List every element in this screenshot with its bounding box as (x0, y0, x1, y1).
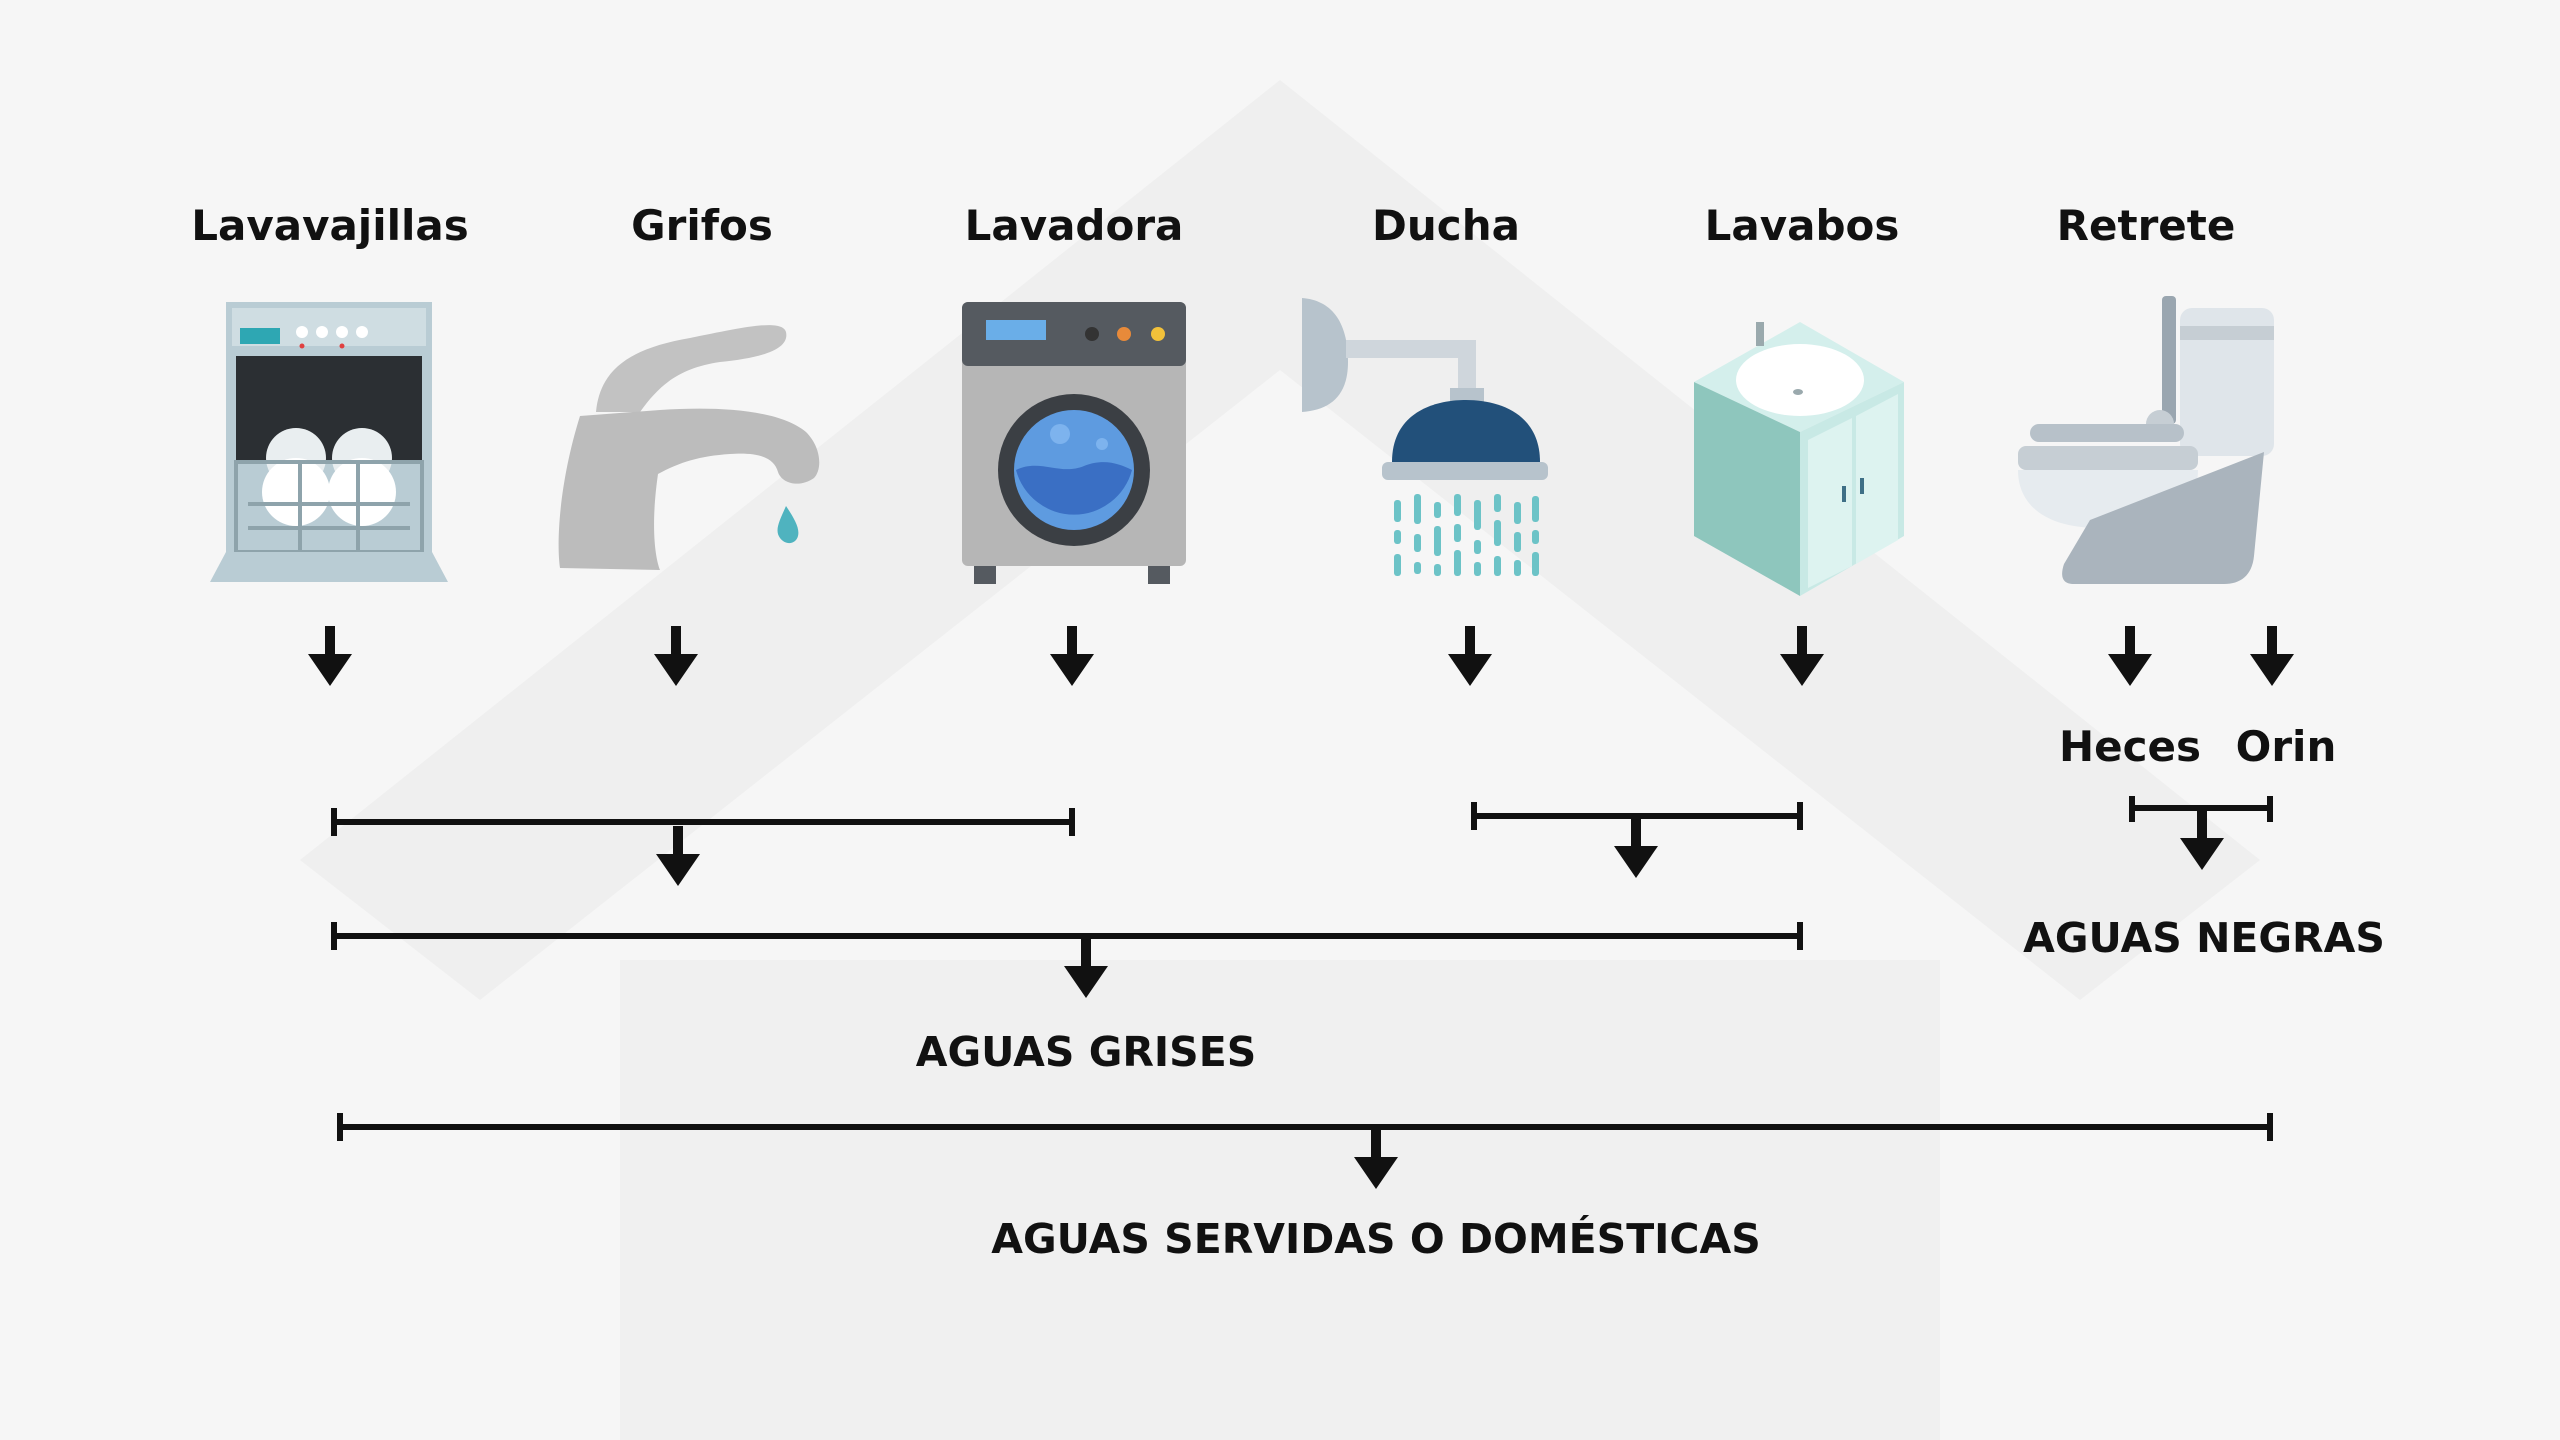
label-shower: Ducha (1372, 201, 1520, 250)
label-toilet: Retrete (2056, 201, 2236, 250)
label-black-water: AGUAS NEGRAS (2023, 914, 2385, 962)
label-gray-water: AGUAS GRISES (915, 1028, 1257, 1076)
arrow-urine (2250, 626, 2294, 686)
label-feces: Heces (2058, 722, 2202, 771)
label-washer: Lavadora (964, 201, 1184, 250)
washing-machine-icon (962, 302, 1186, 584)
faucet-icon (558, 325, 820, 570)
bracket-domestic-water (337, 1113, 2273, 1189)
label-urine: Orin (2235, 722, 2337, 771)
arrow-faucet (654, 626, 698, 686)
arrow-washer (1050, 626, 1094, 686)
bracket-bathroom (1471, 802, 1803, 878)
sink-icon (1694, 322, 1904, 596)
label-dishwasher: Lavavajillas (191, 201, 469, 250)
bracket-toilet-outputs (2129, 796, 2273, 870)
shower-icon (1302, 298, 1548, 576)
arrow-feces (2108, 626, 2152, 686)
label-sink: Lavabos (1704, 201, 1900, 250)
toilet-icon (2018, 296, 2274, 584)
bracket-kitchen-laundry (331, 808, 1075, 886)
label-faucet: Grifos (631, 201, 773, 250)
dishwasher-icon (210, 302, 448, 582)
arrow-sink (1780, 626, 1824, 686)
bracket-gray-water (331, 922, 1803, 998)
arrow-shower (1448, 626, 1492, 686)
arrow-dishwasher (308, 626, 352, 686)
label-domestic-water: AGUAS SERVIDAS O DOMÉSTICAS (991, 1215, 1761, 1263)
